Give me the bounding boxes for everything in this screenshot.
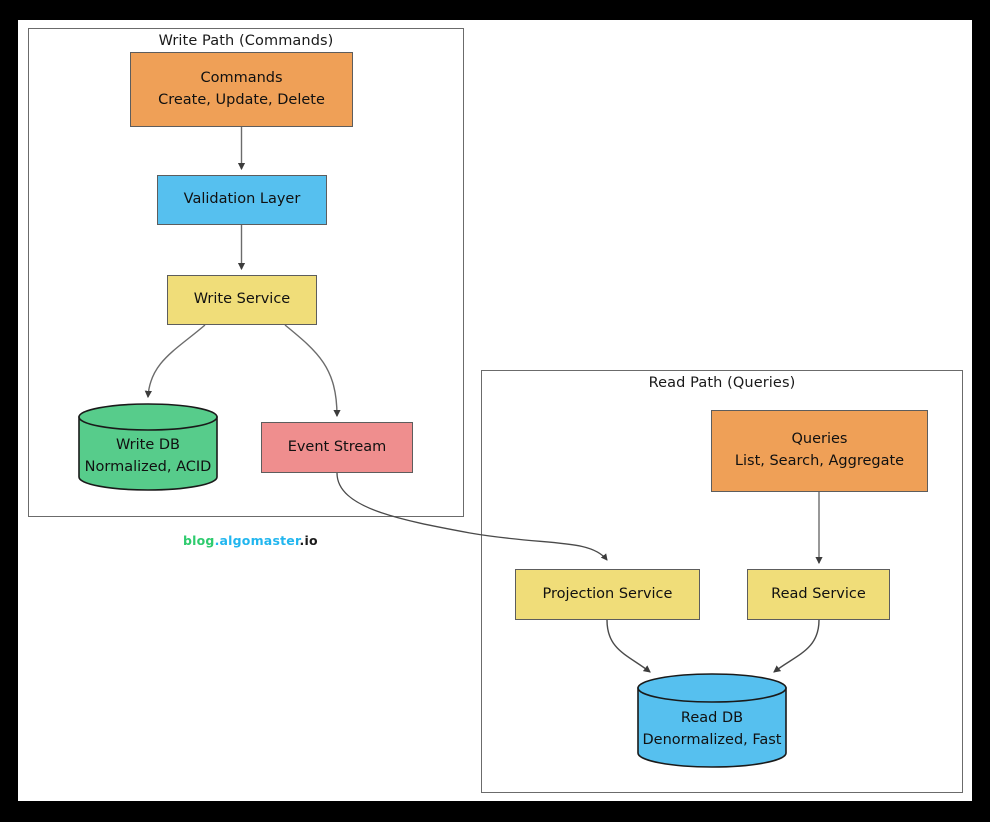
node-write-service-label: Write Service: [193, 291, 291, 308]
write-db-cylinder-shape: [78, 403, 218, 491]
watermark-part-io: .io: [299, 533, 318, 548]
node-read-db[interactable]: Read DB Denormalized, Fast: [637, 673, 787, 768]
node-commands-line1: Commands: [200, 69, 283, 86]
node-queries-line1: Queries: [791, 431, 848, 448]
watermark-blog-algomaster-io: blog.algomaster.io: [183, 533, 318, 548]
node-queries[interactable]: Queries List, Search, Aggregate: [711, 410, 928, 492]
node-projection-service[interactable]: Projection Service: [515, 569, 700, 620]
node-event-stream[interactable]: Event Stream: [261, 422, 413, 473]
node-validation-layer-label: Validation Layer: [183, 191, 301, 208]
group-read-path-title: Read Path (Queries): [648, 375, 796, 391]
node-validation-layer[interactable]: Validation Layer: [157, 175, 327, 225]
watermark-part-blog: blog: [183, 533, 215, 548]
watermark-part-algomaster: algomaster: [219, 533, 300, 548]
node-read-service-label: Read Service: [771, 585, 866, 602]
node-read-service[interactable]: Read Service: [747, 569, 890, 620]
node-event-stream-label: Event Stream: [287, 438, 387, 455]
group-write-path-title: Write Path (Commands): [158, 33, 334, 49]
watermark-dot: .: [214, 533, 220, 548]
node-queries-line2: List, Search, Aggregate: [734, 453, 905, 469]
node-write-service[interactable]: Write Service: [167, 275, 317, 325]
node-commands-line2: Create, Update, Delete: [158, 91, 325, 108]
node-projection-service-label: Projection Service: [542, 585, 673, 602]
node-commands[interactable]: Commands Create, Update, Delete: [130, 52, 353, 127]
node-write-db[interactable]: Write DB Normalized, ACID: [78, 403, 218, 491]
read-db-cylinder-shape: [637, 673, 787, 768]
